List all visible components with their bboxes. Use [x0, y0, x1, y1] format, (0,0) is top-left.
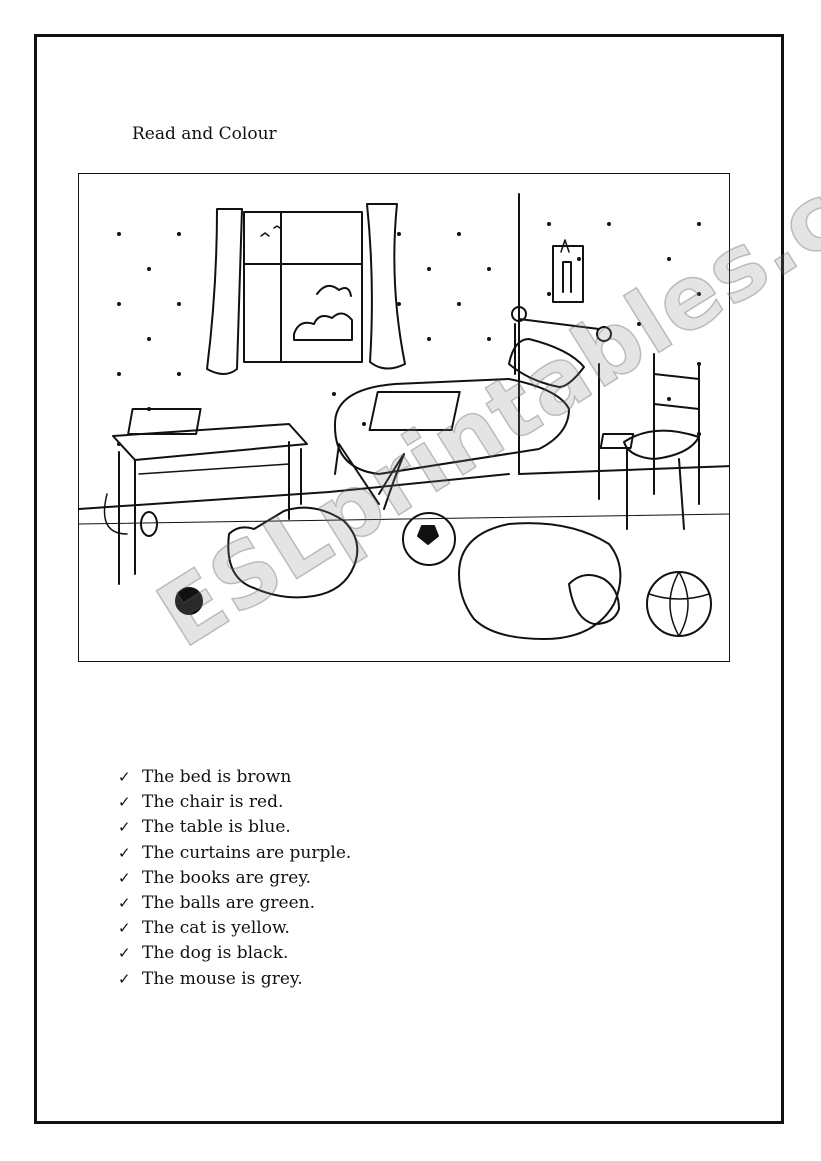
list-item: ✓The table is blue.	[118, 815, 351, 840]
chair	[599, 353, 700, 530]
bedroom-illustration	[78, 173, 730, 662]
beach-ball	[646, 571, 712, 637]
list-item: ✓The chair is red.	[118, 790, 351, 815]
list-item: ✓The curtains are purple.	[118, 841, 351, 866]
check-mark-icon: ✓	[118, 818, 131, 837]
check-mark-icon: ✓	[118, 919, 131, 938]
left-curtain	[206, 208, 243, 375]
check-mark-icon: ✓	[118, 843, 131, 862]
cat	[227, 506, 359, 599]
dog	[458, 522, 622, 640]
page-border	[34, 34, 784, 1124]
black-ball	[175, 587, 203, 615]
list-item: ✓The books are grey.	[118, 866, 351, 891]
list-item: ✓The mouse is grey.	[118, 967, 351, 992]
worksheet-title: Read and Colour	[132, 124, 277, 144]
list-item: ✓The balls are green.	[118, 891, 351, 916]
bed	[333, 306, 612, 505]
check-mark-icon: ✓	[118, 944, 131, 963]
list-item: ✓The bed is brown	[118, 765, 351, 790]
list-item: ✓The cat is yellow.	[118, 916, 351, 941]
check-mark-icon: ✓	[118, 868, 131, 887]
instruction-list: ✓The bed is brown ✓The chair is red. ✓Th…	[118, 765, 351, 992]
table	[112, 408, 308, 585]
check-mark-icon: ✓	[118, 793, 131, 812]
window	[243, 211, 363, 363]
check-mark-icon: ✓	[118, 768, 131, 787]
check-mark-icon: ✓	[118, 894, 131, 913]
soccer-ball	[402, 512, 456, 566]
right-curtain	[366, 203, 406, 370]
check-mark-icon: ✓	[118, 969, 131, 988]
list-item: ✓The dog is black.	[118, 941, 351, 966]
